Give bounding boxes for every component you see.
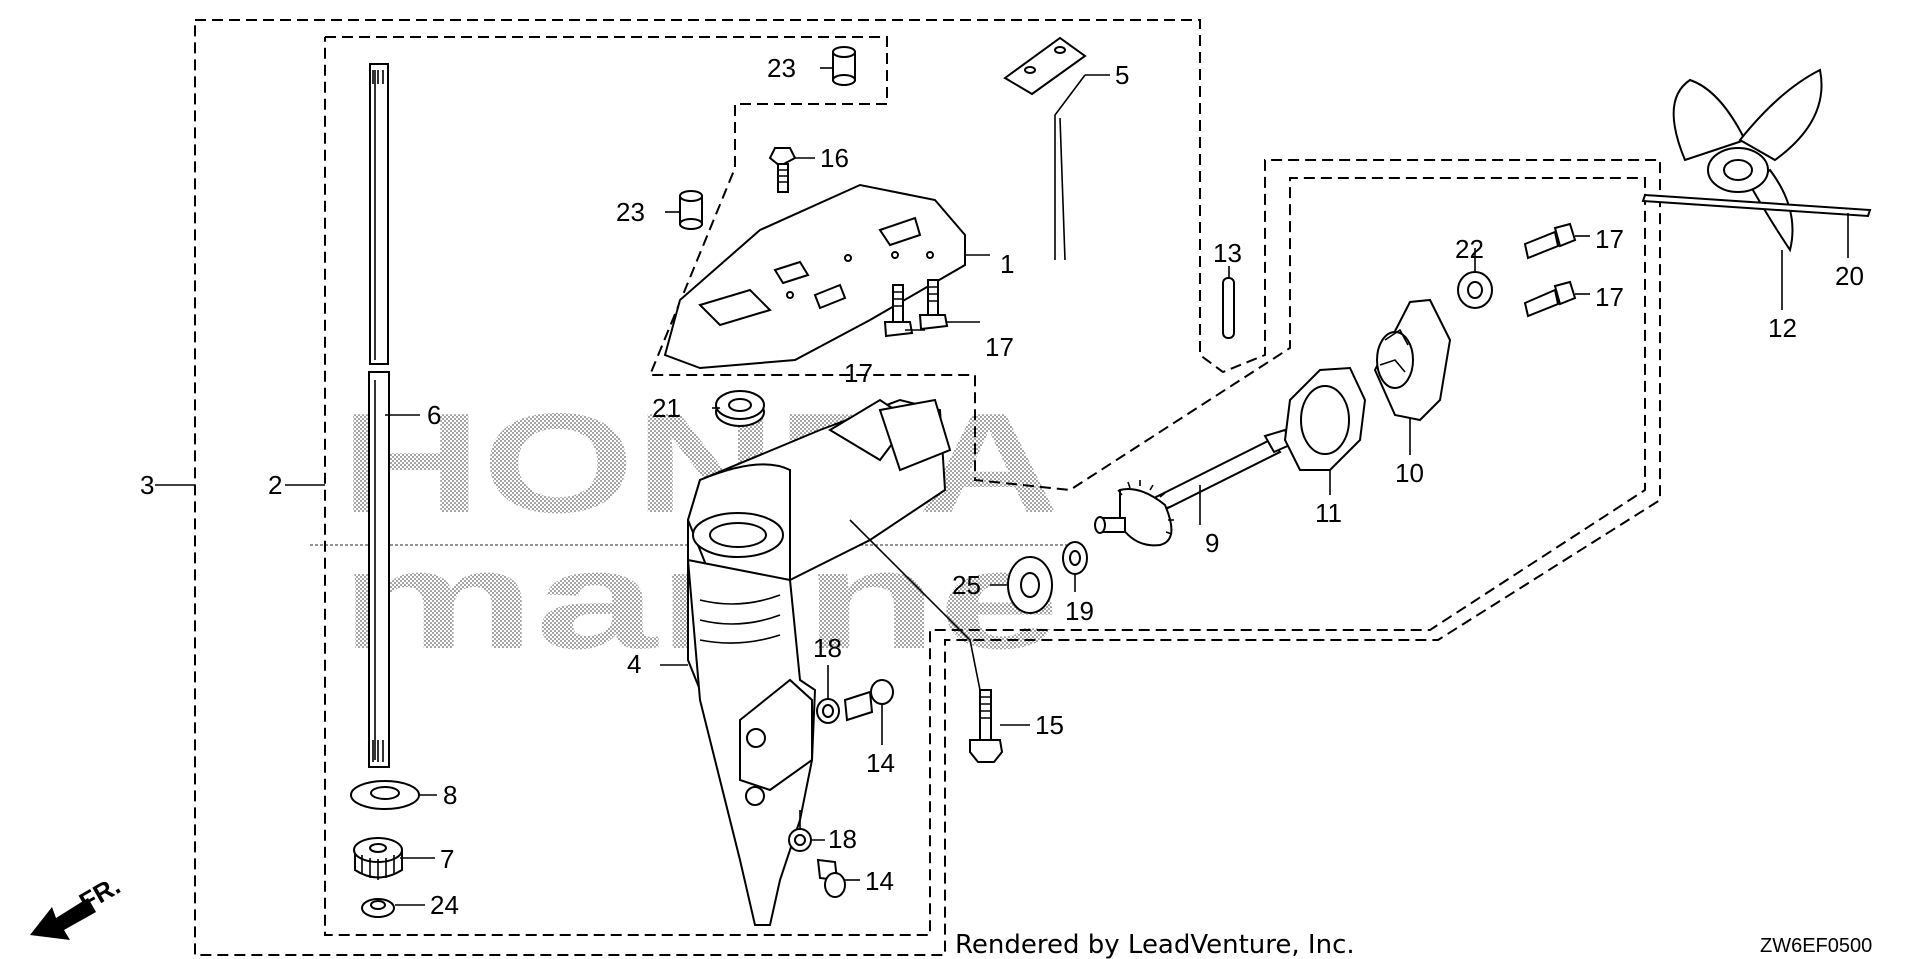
- part-14-bolt-lower: [816, 858, 846, 898]
- callout-17-gasket-right: 17: [985, 332, 1014, 362]
- callout-17-gasket-left: 17: [844, 358, 873, 388]
- group-2-boundary: [324, 36, 1646, 936]
- callout-15: 15: [1035, 710, 1064, 740]
- part-19-washer: [1062, 541, 1088, 575]
- callout-3: 3: [140, 470, 154, 500]
- part-9-gear-shaft: [1094, 428, 1294, 547]
- callout-10: 10: [1395, 458, 1424, 488]
- callout-23-upper: 23: [767, 53, 796, 83]
- arrow-icon: [30, 898, 96, 940]
- part-13-pin: [1222, 277, 1235, 339]
- callout-17-pump-lower: 17: [1595, 282, 1624, 312]
- callout-8: 8: [443, 780, 457, 810]
- callout-14-upper: 14: [866, 748, 895, 778]
- callout-13: 13: [1213, 238, 1242, 268]
- callout-20: 20: [1835, 261, 1864, 291]
- part-17-bolt-right: [918, 279, 949, 331]
- callout-25: 25: [952, 570, 981, 600]
- part-5-plate: [1003, 36, 1087, 96]
- part-23-collar-upper: [832, 46, 856, 86]
- part-8-washer: [350, 780, 420, 810]
- part-4-gear-case: [686, 398, 952, 926]
- part-15-bolt: [969, 689, 1004, 763]
- leader-lines: [155, 67, 1849, 906]
- callout-23-lower: 23: [616, 197, 645, 227]
- callout-17-pump-upper: 17: [1595, 224, 1624, 254]
- front-direction-marker: FR.: [30, 870, 125, 940]
- part-24-nut: [361, 898, 395, 918]
- part-17-bolt-pump-upper: [1523, 222, 1577, 260]
- part-21-bearing: [715, 390, 765, 427]
- callout-1: 1: [1000, 249, 1014, 279]
- credit-text: Rendered by LeadVenture, Inc.: [955, 930, 1355, 959]
- callout-2: 2: [268, 470, 282, 500]
- part-16-bolt: [768, 147, 797, 193]
- callout-16: 16: [820, 143, 849, 173]
- callout-4: 4: [627, 649, 641, 679]
- drive-shaft: [368, 63, 390, 768]
- callout-6: 6: [427, 400, 441, 430]
- callout-18-lower: 18: [828, 824, 857, 854]
- callout-12: 12: [1768, 313, 1797, 343]
- callout-9: 9: [1205, 528, 1219, 558]
- part-20-cotter-pin: [1641, 193, 1872, 218]
- diagram-code: ZW6EF0500: [1760, 935, 1872, 957]
- part-17-bolt-pump-lower: [1523, 280, 1577, 318]
- part-12-propeller: [1672, 68, 1823, 253]
- callout-7: 7: [440, 844, 454, 874]
- callout-labels: 1 2 3 4 5 6 7 8 9 10 11 12 13 14 14 15 1…: [140, 53, 1864, 920]
- part-18-washer-lower: [788, 828, 812, 852]
- part-10-pump-housing: [1373, 298, 1452, 422]
- part-1-gasket: [663, 183, 966, 370]
- callout-18-upper: 18: [813, 633, 842, 663]
- part-17-bolt-left: [883, 284, 914, 338]
- part-18-washer-upper: [816, 698, 840, 724]
- part-11-gasket: [1283, 366, 1367, 471]
- callout-5: 5: [1115, 60, 1129, 90]
- part-22-seal: [1457, 271, 1493, 309]
- part-23-collar-lower: [679, 190, 703, 230]
- part-14-bolt-upper: [843, 679, 894, 722]
- part-7-pinion-gear: [353, 837, 403, 880]
- part-25-bearing: [1007, 556, 1053, 614]
- callout-11: 11: [1315, 498, 1342, 528]
- callout-22: 22: [1455, 234, 1484, 264]
- callout-24: 24: [430, 890, 459, 920]
- callout-14-lower: 14: [865, 866, 894, 896]
- callout-21: 21: [652, 393, 681, 423]
- callout-19: 19: [1065, 596, 1094, 626]
